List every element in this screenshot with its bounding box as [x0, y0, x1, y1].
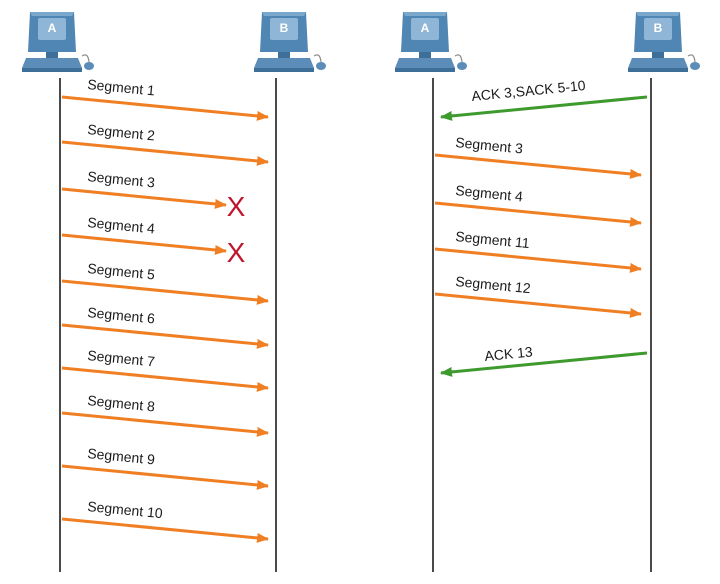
host-b-right: B	[627, 11, 701, 73]
segment-arrow	[61, 366, 269, 392]
segment-arrow	[61, 140, 269, 166]
message-arrow-row: ACK 3,SACK 5-10	[440, 77, 648, 121]
host-b-label: B	[654, 21, 663, 35]
segment-arrow	[434, 247, 642, 273]
segment-arrow	[434, 292, 642, 318]
segment-arrow	[61, 464, 269, 490]
host-a-left: A	[21, 11, 95, 73]
ack-arrow	[440, 95, 648, 121]
segment-label: Segment 6	[87, 304, 156, 326]
segment-label: Segment 1	[87, 76, 156, 98]
segment-arrow	[61, 323, 269, 349]
message-arrow-row: ACK 13	[440, 343, 648, 377]
segment-arrow	[61, 279, 269, 305]
segment-arrow-row: X Segment 3	[61, 168, 246, 222]
message-arrow-row: Segment 3	[434, 134, 642, 179]
segment-arrow	[434, 153, 642, 179]
lost-marker: X	[227, 237, 246, 268]
segment-arrow	[61, 187, 227, 209]
segment-arrow-row: X Segment 4	[61, 214, 246, 268]
segment-label: Segment 10	[87, 498, 164, 521]
segment-arrow-row: Segment 9	[61, 445, 269, 490]
segment-label: Segment 2	[87, 121, 156, 143]
segment-label: Segment 7	[87, 347, 156, 369]
host-a-label: A	[421, 21, 430, 35]
lost-marker: X	[227, 191, 246, 222]
computer-icon	[253, 11, 327, 73]
segment-label: Segment 9	[87, 445, 156, 467]
computer-icon	[627, 11, 701, 73]
host-a-label: A	[48, 21, 57, 35]
computer-icon	[394, 11, 468, 73]
segment-arrow-row: Segment 5	[61, 260, 269, 305]
segment-arrow	[434, 201, 642, 227]
segment-label: Segment 8	[87, 392, 156, 414]
segment-arrow-row: Segment 2	[61, 121, 269, 166]
segment-arrow-row: Segment 8	[61, 392, 269, 437]
segment-label: Segment 4	[455, 182, 524, 204]
ack-label: ACK 13	[484, 343, 534, 364]
segment-label: Segment 4	[87, 214, 156, 236]
computer-icon	[21, 11, 95, 73]
segment-label: Segment 5	[87, 260, 156, 282]
host-b-label: B	[280, 21, 289, 35]
segment-label: Segment 3	[455, 134, 524, 156]
segment-label: Segment 11	[455, 228, 531, 251]
segment-arrow-row: Segment 7	[61, 347, 269, 392]
segment-arrow	[61, 95, 269, 121]
host-a-right: A	[394, 11, 468, 73]
ack-arrow	[440, 351, 648, 377]
segment-arrow	[61, 411, 269, 437]
message-arrow-row: Segment 12	[434, 273, 642, 318]
message-arrow-row: Segment 4	[434, 182, 642, 227]
segment-arrow	[61, 517, 269, 543]
segment-arrow-row: Segment 1	[61, 76, 269, 121]
segment-label: Segment 12	[455, 273, 532, 296]
segment-arrow	[61, 233, 227, 255]
segment-label: Segment 3	[87, 168, 156, 190]
host-b-left: B	[253, 11, 327, 73]
segment-arrow-row: Segment 10	[61, 498, 269, 543]
message-arrow-row: Segment 11	[434, 228, 642, 273]
ack-label: ACK 3,SACK 5-10	[471, 77, 587, 104]
segment-arrow-row: Segment 6	[61, 304, 269, 349]
left-diagram: A B Segment 1 Segment 2 X Segment 3 X Segment…	[21, 11, 327, 572]
